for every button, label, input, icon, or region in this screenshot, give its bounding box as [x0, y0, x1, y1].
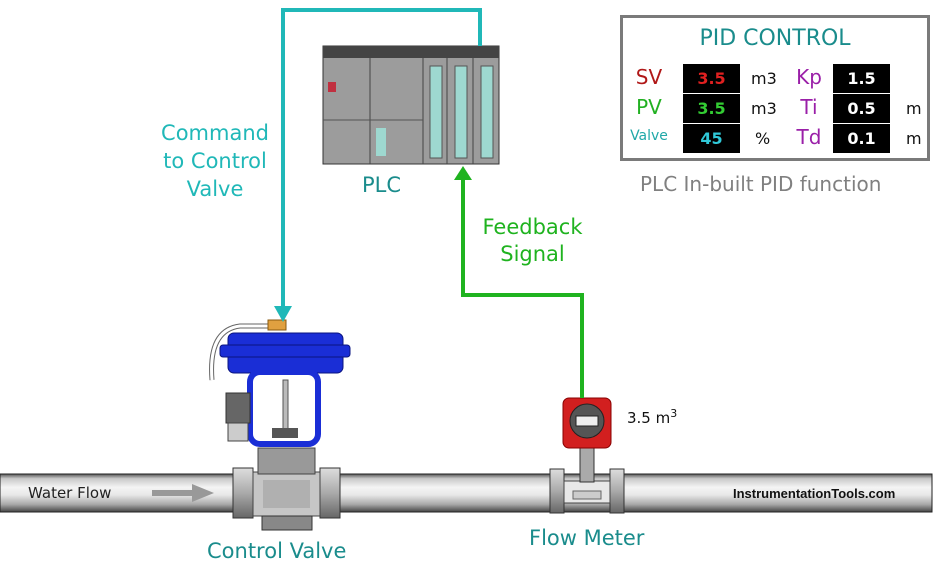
plc-label: PLC — [362, 173, 402, 197]
control-valve-label: Control Valve — [207, 539, 347, 563]
feedback-signal-label: Feedback Signal — [470, 214, 595, 268]
pv-unit: m3 — [751, 99, 777, 118]
watermark-text: InstrumentationTools.com — [733, 486, 896, 501]
feedback-label-line: Feedback — [482, 215, 583, 239]
ti-value: 0.5 — [833, 94, 890, 123]
valve-label: Valve — [630, 128, 668, 144]
valve-value: 45 — [683, 124, 740, 153]
valve-actuator — [209, 319, 351, 447]
td-label: Td — [796, 125, 822, 149]
pid-control-panel: PID CONTROL SV 3.5 m3 Kp 1.5 PV 3.5 m3 T… — [620, 15, 930, 161]
pid-panel-title: PID CONTROL — [699, 26, 851, 51]
kp-label: Kp — [796, 65, 822, 89]
pv-value: 3.5 — [683, 94, 740, 123]
feedback-signal-line — [454, 166, 584, 398]
command-label-line: Command — [161, 121, 269, 145]
flow-meter-body — [549, 397, 625, 514]
feedback-label-line: Signal — [500, 242, 565, 266]
reading-value: 3.5 m — [627, 409, 671, 427]
sv-label: SV — [635, 65, 663, 89]
command-label-line: Valve — [186, 177, 244, 201]
control-valve-body — [232, 447, 341, 531]
reading-superscript: 3 — [670, 407, 678, 420]
valve-unit: % — [755, 129, 771, 148]
flow-meter-reading: 3.5 m3 — [627, 407, 677, 427]
flow-meter-label: Flow Meter — [529, 526, 645, 550]
pv-label: PV — [636, 95, 662, 119]
ti-unit: m — [906, 99, 922, 118]
command-signal-line — [274, 8, 482, 322]
td-value: 0.1 — [833, 124, 890, 153]
sv-unit: m3 — [751, 69, 777, 88]
pid-caption: PLC In-built PID function — [640, 172, 882, 196]
flow-arrow-icon — [152, 484, 214, 502]
kp-value: 1.5 — [833, 64, 890, 93]
command-label-line: to Control — [163, 149, 267, 173]
sv-value: 3.5 — [683, 64, 740, 93]
plc-rack — [322, 45, 500, 165]
ti-label: Ti — [800, 95, 818, 119]
command-signal-label: Command to Control Valve — [145, 119, 285, 203]
td-unit: m — [906, 129, 922, 148]
water-flow-label: Water Flow — [28, 484, 112, 502]
